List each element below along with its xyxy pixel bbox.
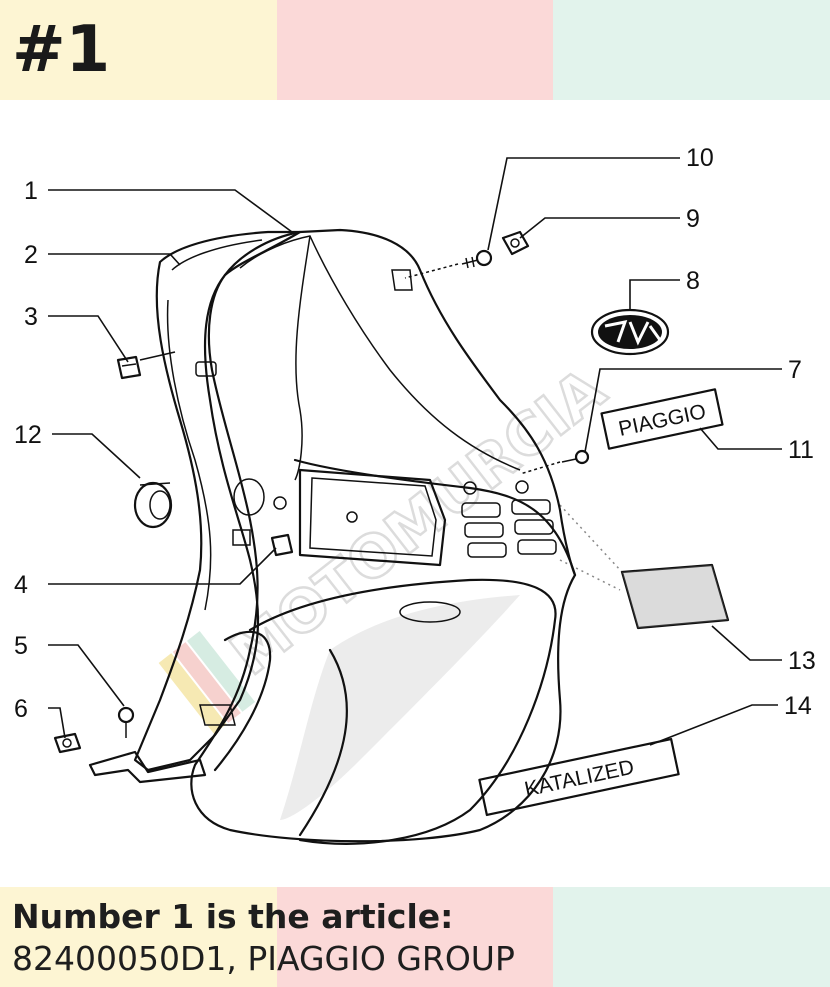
nut-part-6 bbox=[53, 732, 82, 754]
reflector-part-13 bbox=[559, 504, 730, 630]
grommet-part-12 bbox=[133, 481, 173, 529]
leg-shield-body bbox=[88, 228, 577, 845]
callout-13: 13 bbox=[788, 647, 816, 675]
band-green-bottom bbox=[553, 887, 830, 987]
vent-slots bbox=[461, 499, 557, 558]
piaggio-decal-text: PIAGGIO bbox=[617, 400, 709, 441]
callout-14: 14 bbox=[784, 692, 812, 720]
caption-article-code: 82400050D1, PIAGGIO GROUP bbox=[12, 939, 515, 978]
callout-2: 2 bbox=[24, 241, 38, 269]
band-pink-bottom bbox=[277, 887, 553, 987]
nut-part-9 bbox=[501, 230, 530, 256]
callout-numbers: 1 2 3 12 4 5 6 10 9 8 7 11 13 14 bbox=[14, 144, 816, 723]
exploded-parts-diagram: MOTOMURCIA bbox=[14, 144, 816, 845]
emblem-part-8 bbox=[590, 308, 670, 356]
article-caption: Number 1 is the article: 82400050D1, PIA… bbox=[12, 896, 515, 980]
leader-lines bbox=[48, 157, 782, 746]
band-yellow bbox=[0, 0, 277, 100]
callout-10: 10 bbox=[686, 144, 714, 172]
top-color-band bbox=[0, 0, 830, 100]
callout-12: 12 bbox=[14, 421, 42, 449]
clip-part-4 bbox=[270, 533, 294, 557]
callout-8: 8 bbox=[686, 267, 700, 295]
callout-11: 11 bbox=[788, 436, 814, 464]
caption-heading: Number 1 is the article: bbox=[12, 897, 454, 936]
screw-part-7 bbox=[519, 449, 590, 475]
clip-part-3 bbox=[116, 355, 142, 380]
piaggio-decal-part-11: PIAGGIO bbox=[600, 388, 724, 450]
band-pink bbox=[277, 0, 553, 100]
katalized-decal-part-14: KATALIZED bbox=[478, 737, 680, 817]
callout-5: 5 bbox=[14, 632, 28, 660]
band-green bbox=[553, 0, 830, 100]
part-number-badge: #1 bbox=[12, 13, 111, 87]
callout-6: 6 bbox=[14, 695, 28, 723]
callout-9: 9 bbox=[686, 205, 700, 233]
callout-3: 3 bbox=[24, 303, 38, 331]
callout-4: 4 bbox=[14, 571, 28, 599]
bottom-color-band bbox=[0, 887, 830, 987]
screw-part-5 bbox=[117, 706, 135, 738]
band-yellow-bottom bbox=[0, 887, 277, 987]
callout-7: 7 bbox=[788, 356, 802, 384]
callout-1: 1 bbox=[24, 177, 38, 205]
screw-part-10 bbox=[404, 249, 493, 279]
